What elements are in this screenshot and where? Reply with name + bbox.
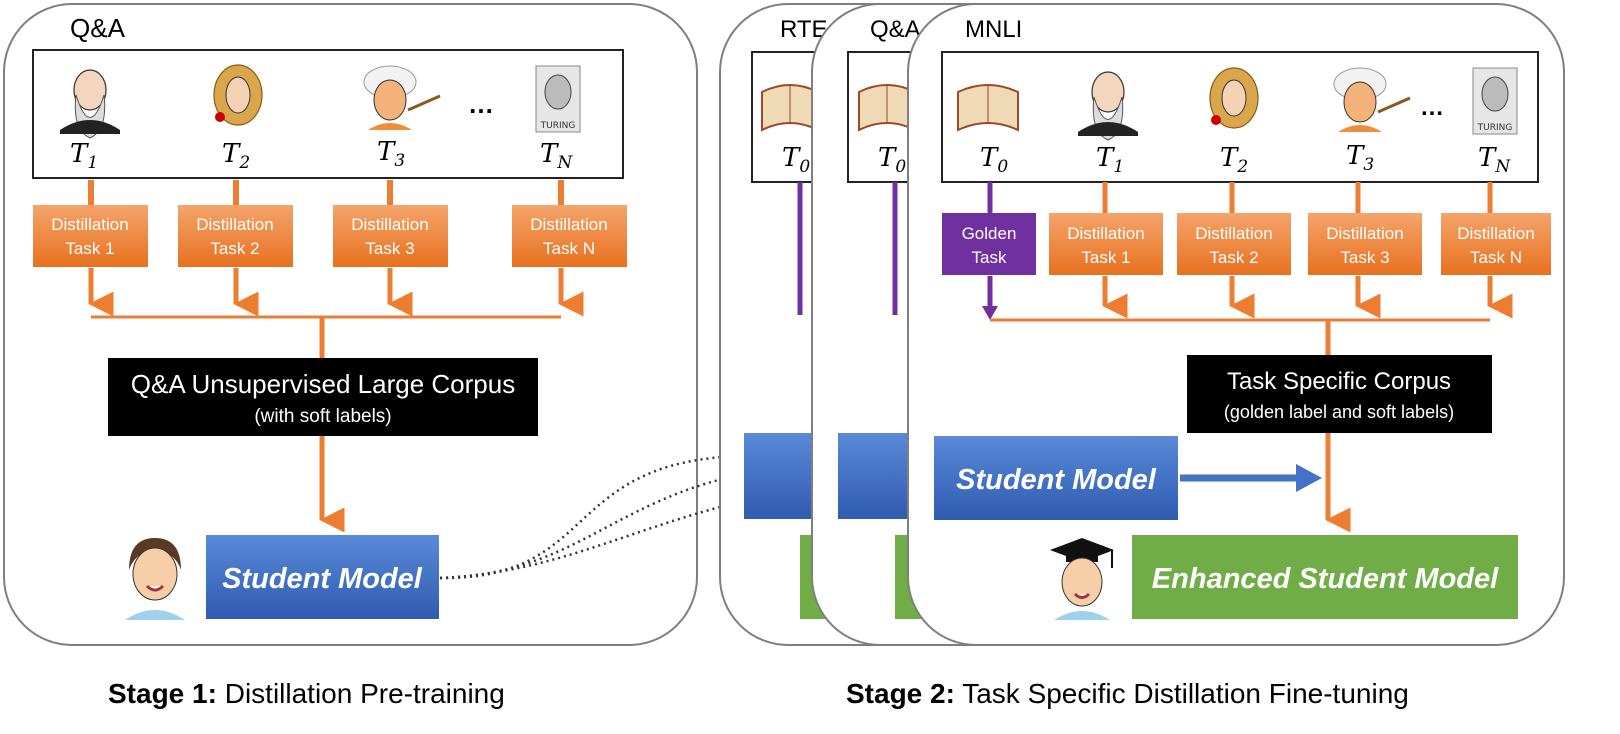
stage2-distillation-tasks: Distillation Task 1 Distillation Task 2 … — [1049, 213, 1551, 275]
svg-text:Golden: Golden — [962, 224, 1017, 243]
teacher-label-t2: T2 — [222, 139, 250, 173]
teacher-label-t3: T3 — [377, 137, 405, 171]
graduate-avatar-icon — [1050, 538, 1114, 620]
transfer-arrows — [439, 451, 935, 580]
teacher-label-tn: TN — [1478, 143, 1511, 177]
svg-text:Task 1: Task 1 — [65, 239, 114, 258]
svg-text:Student Model: Student Model — [222, 563, 423, 595]
enhanced-student-model: Enhanced Student Model — [1132, 535, 1518, 619]
svg-text:Distillation: Distillation — [1067, 224, 1144, 243]
svg-text:Distillation: Distillation — [351, 215, 428, 234]
golden-task: Golden Task — [942, 213, 1036, 275]
stage1-teachers-box — [32, 49, 624, 179]
svg-text:Task 2: Task 2 — [1209, 248, 1258, 267]
svg-text:T0: T0 — [782, 143, 810, 177]
svg-text:Task: Task — [972, 248, 1007, 267]
svg-text:Enhanced Student Model: Enhanced Student Model — [1152, 563, 1499, 595]
einstein-icon — [363, 65, 441, 130]
distillation-task-3: Distillation Task 3 — [1308, 213, 1422, 275]
svg-text:Distillation: Distillation — [530, 215, 607, 234]
svg-text:Distillation: Distillation — [1195, 224, 1272, 243]
stage1-task-arrows — [88, 268, 584, 358]
stage1-teacher-labels: T1 T2 T3 TN — [70, 137, 573, 173]
book-icon — [957, 84, 1019, 132]
stage1-corpus-box: Q&A Unsupervised Large Corpus (with soft… — [108, 358, 538, 436]
stage2-corpus-title: Task Specific Corpus — [1227, 368, 1451, 395]
svg-text:TURING: TURING — [540, 121, 576, 131]
darwin-icon — [60, 69, 120, 139]
newton-icon — [1209, 67, 1259, 129]
turing-icon: TURING — [1472, 67, 1518, 135]
svg-text:Distillation: Distillation — [1457, 224, 1534, 243]
einstein-icon — [1333, 67, 1411, 132]
turing-icon: TURING — [535, 65, 581, 133]
stage1-panel: Q&A … TURING T1 T2 T3 — [3, 3, 698, 646]
newton-icon — [213, 64, 263, 126]
stage1-corpus-subtitle: (with soft labels) — [254, 406, 391, 427]
stage2-panel: MNLI … TURING T0 T — [907, 3, 1565, 646]
stage1-distillation-tasks: Distillation Task 1 Distillation Task 2 … — [33, 205, 627, 267]
svg-text:Student Model: Student Model — [956, 464, 1157, 496]
svg-text:Task N: Task N — [1470, 248, 1522, 267]
distillation-task-3: Distillation Task 3 — [333, 205, 448, 267]
svg-text:TURING: TURING — [1477, 123, 1513, 133]
svg-text:Task 1: Task 1 — [1081, 248, 1130, 267]
stage1-panel-title: Q&A — [70, 13, 126, 43]
distillation-task-2: Distillation Task 2 — [178, 205, 293, 267]
svg-text:Q&A: Q&A — [870, 16, 921, 43]
stage1-teacher-connectors — [88, 180, 564, 205]
distillation-task-2: Distillation Task 2 — [1177, 213, 1291, 275]
stage2-teacher-connectors — [1102, 182, 1493, 213]
teacher-label-t0: T0 — [980, 143, 1008, 177]
stage2-teacher-labels: T0 T1 T2 T3 TN — [980, 141, 1511, 177]
svg-text:Task 2: Task 2 — [210, 239, 259, 258]
stage1-corpus-title: Q&A Unsupervised Large Corpus — [131, 369, 515, 399]
stage2-panel-title: MNLI — [965, 16, 1022, 43]
teacher-label-t1: T1 — [70, 139, 98, 173]
svg-text:Distillation: Distillation — [196, 215, 273, 234]
darwin-icon — [1078, 71, 1138, 141]
student-to-corpus-arrow — [1180, 464, 1322, 492]
stage1-ellipsis: … — [468, 89, 494, 119]
teacher-label-t3: T3 — [1346, 141, 1374, 175]
teacher-label-tn: TN — [540, 139, 573, 173]
distillation-task-n: Distillation Task N — [1441, 213, 1551, 275]
svg-text:Task 3: Task 3 — [1340, 248, 1389, 267]
stage2-ellipsis: … — [1420, 94, 1444, 121]
stage1-caption: Stage 1: Distillation Pre-training — [108, 678, 505, 709]
student-avatar-icon — [125, 538, 185, 620]
svg-text:T0: T0 — [878, 143, 906, 177]
stage2-student-model: Student Model — [934, 436, 1178, 520]
svg-text:Task 3: Task 3 — [365, 239, 414, 258]
stage1-student-model: Student Model — [206, 535, 439, 619]
teacher-label-t1: T1 — [1096, 143, 1124, 177]
distillation-task-1: Distillation Task 1 — [1049, 213, 1163, 275]
golden-arrowhead — [982, 306, 998, 320]
stage2-caption: Stage 2: Task Specific Distillation Fine… — [846, 678, 1409, 709]
stage2-corpus-subtitle: (golden label and soft labels) — [1224, 402, 1454, 422]
svg-text:Task N: Task N — [543, 239, 595, 258]
stage2-corpus-box: Task Specific Corpus (golden label and s… — [1187, 355, 1492, 433]
svg-text:Distillation: Distillation — [51, 215, 128, 234]
distillation-task-n: Distillation Task N — [512, 205, 627, 267]
stage2-task-arrows — [990, 276, 1513, 355]
teacher-label-t2: T2 — [1220, 143, 1248, 177]
svg-text:Distillation: Distillation — [1326, 224, 1403, 243]
distillation-task-1: Distillation Task 1 — [33, 205, 148, 267]
